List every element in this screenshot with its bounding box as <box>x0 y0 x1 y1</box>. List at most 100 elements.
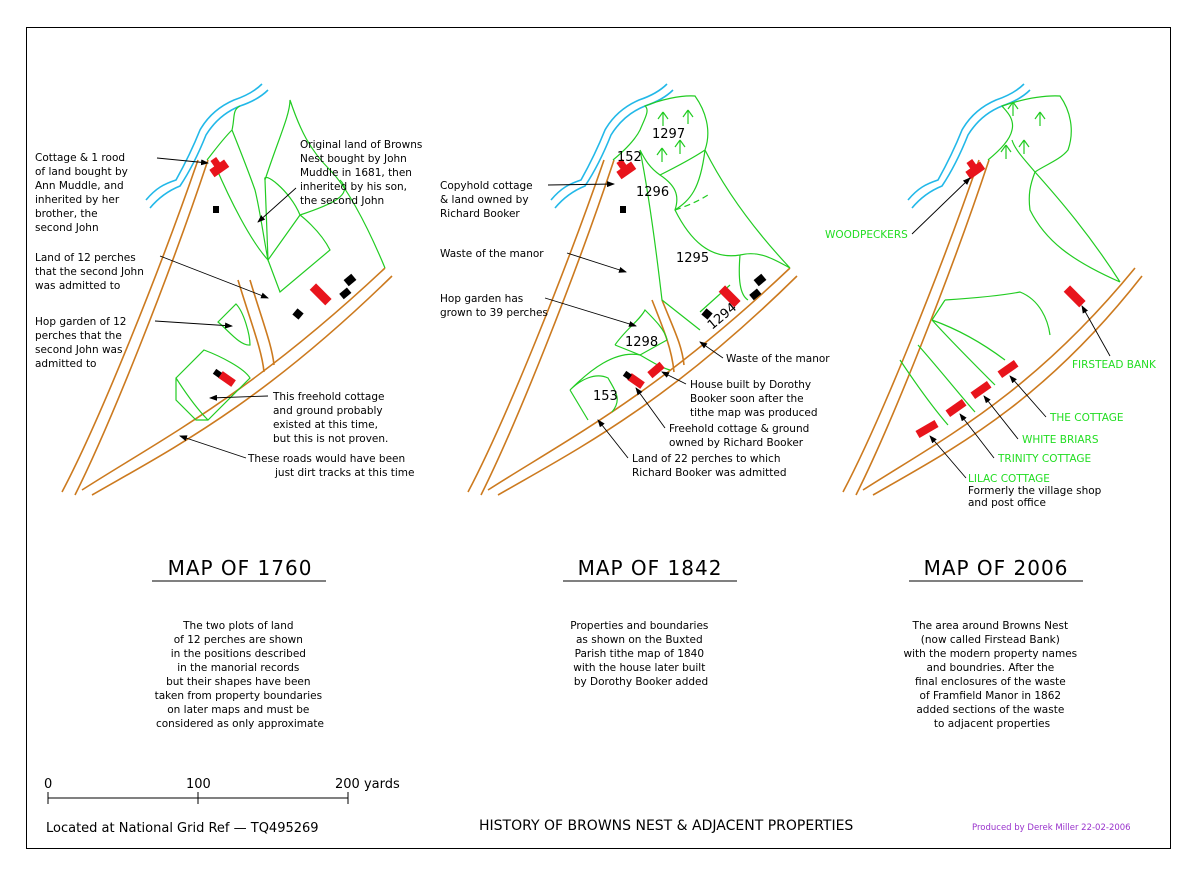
outbuilding-1842-b <box>701 308 713 320</box>
label-1842-house: House built by Dorothy Booker soon after… <box>690 379 818 419</box>
scale-label-100: 100 <box>186 777 211 792</box>
arrow-1760-roads <box>179 435 247 459</box>
road-2006-b <box>855 159 990 496</box>
arrow-1760-hop <box>154 320 233 329</box>
description-1842: Properties and boundaries as shown on th… <box>570 620 712 688</box>
boundary-1760-freehold <box>175 349 251 421</box>
label-1760-freehold: This freehold cottage and ground probabl… <box>272 391 388 445</box>
arrow-lilac-cottage <box>929 435 967 479</box>
label-firstead-bank: FIRSTEAD BANK <box>1072 359 1157 371</box>
outbuilding-1760-d <box>339 287 352 300</box>
road-1760-d <box>91 275 393 496</box>
river-2006 <box>911 89 1031 209</box>
road-1842-c <box>487 267 791 491</box>
road-1760-e <box>237 279 265 373</box>
building-1760-cottage-b <box>210 157 221 168</box>
arrow-1760-freehold <box>209 394 269 401</box>
outbuilding-1842-c <box>753 273 767 287</box>
arrow-1842-waste2 <box>699 341 724 359</box>
arrow-1842-house <box>661 371 687 385</box>
label-1842-waste1: Waste of the manor <box>440 248 544 260</box>
label-1760-roads: These roads would have been just dirt tr… <box>247 453 415 479</box>
grid-reference: Located at National Grid Ref — TQ495269 <box>46 821 319 836</box>
road-2006-a <box>842 159 980 493</box>
map-2006: WOODPECKERS FIRSTEAD BANK THE COTTAGE WH… <box>825 83 1157 509</box>
arrow-1760-land12 <box>159 255 269 299</box>
road-1842-f <box>661 299 685 366</box>
boundary-1842-main <box>612 95 791 331</box>
plot-1297: 1297 <box>652 127 685 142</box>
building-1760-cottage <box>209 159 230 178</box>
description-2006: The area around Browns Nest (now called … <box>904 620 1081 730</box>
main-title: HISTORY OF BROWNS NEST & ADJACENT PROPER… <box>479 818 853 834</box>
label-1842-copyhold: Copyhold cottage & land owned by Richard… <box>440 180 536 220</box>
label-1760-land12: Land of 12 perches that the second John … <box>35 252 147 292</box>
road-1760-f <box>249 279 275 366</box>
arrow-1842-copyhold <box>547 181 615 188</box>
arrow-woodpeckers <box>911 177 971 235</box>
building-2006-white-briars <box>970 380 992 400</box>
label-1842-land22: Land of 22 perches to which Richard Book… <box>632 453 787 479</box>
label-the-cottage: THE COTTAGE <box>1049 412 1123 424</box>
boundary-2006-main <box>899 95 1121 426</box>
road-1842-d <box>497 275 798 496</box>
plot-152: 152 <box>617 150 642 165</box>
map-frame <box>26 27 1171 849</box>
outbuilding-1760-b <box>292 308 304 320</box>
plot-153: 153 <box>593 389 618 404</box>
boundary-1760-strip <box>214 164 269 261</box>
plot-1298: 1298 <box>625 335 658 350</box>
road-1760-a <box>61 159 199 493</box>
label-1760-original: Original land of Browns Nest bought by J… <box>300 139 426 207</box>
arrow-trinity-cottage <box>959 413 995 459</box>
building-2006-trinity <box>945 398 967 418</box>
building-2006-woodpeckers <box>965 161 986 180</box>
building-2006-woodpeckers-b <box>966 159 977 170</box>
road-1760-c <box>81 267 386 491</box>
label-white-briars: WHITE BRIARS <box>1022 434 1099 446</box>
river-1842-b <box>550 83 668 201</box>
label-woodpeckers: WOODPECKERS <box>825 229 908 241</box>
building-1760-freehold <box>218 371 236 387</box>
building-2006-the-cottage <box>997 359 1019 379</box>
river-1760 <box>149 89 269 209</box>
building-2006-lilac <box>915 420 939 438</box>
map-title-1842: MAP OF 1842 <box>578 556 723 580</box>
boundary-1842-dash <box>674 194 709 211</box>
boundary-1760-hop <box>217 303 251 346</box>
building-2006-firstead <box>1063 285 1086 308</box>
arrow-firstead-bank <box>1081 305 1111 357</box>
arrow-1842-land22 <box>597 419 629 459</box>
map-title-2006: MAP OF 2006 <box>924 556 1069 580</box>
plot-1296: 1296 <box>636 185 669 200</box>
outbuilding-1842-e <box>622 370 632 380</box>
label-1842-waste2: Waste of the manor <box>726 353 830 365</box>
map-title-1760: MAP OF 1760 <box>168 556 313 580</box>
label-lilac-cottage: LILAC COTTAGE <box>968 473 1050 485</box>
building-1842-freehold <box>627 373 645 389</box>
boundary-1842-lower <box>569 353 671 421</box>
label-1760-hop: Hop garden of 12 perches that the second… <box>35 316 130 370</box>
trees-1842 <box>656 109 694 162</box>
arrow-1842-hop <box>544 297 637 327</box>
map-1760: Cottage & 1 rood of land bought by Ann M… <box>35 83 426 496</box>
building-1842-cottage-b <box>616 159 627 170</box>
plot-1295: 1295 <box>676 251 709 266</box>
building-1842-main <box>718 285 741 308</box>
description-1760: The two plots of land of 12 perches are … <box>155 620 326 730</box>
road-1842-a <box>467 159 605 493</box>
label-1842-hop: Hop garden has grown to 39 perches <box>440 293 548 319</box>
label-1760-cottage: Cottage & 1 rood of land bought by Ann M… <box>35 152 131 234</box>
arrow-1842-freehold <box>635 387 666 429</box>
arrow-white-briars <box>983 395 1019 440</box>
arrow-1760-cottage <box>156 157 209 166</box>
road-2006-d <box>872 275 1143 496</box>
road-1760-b <box>74 159 209 496</box>
trees-2006 <box>1000 101 1046 159</box>
outbuilding-1842-d <box>749 288 762 301</box>
building-1842-dorothy <box>647 361 665 379</box>
building-1842-cottage <box>616 161 637 180</box>
river-1760-b <box>145 83 263 201</box>
outbuilding-1760-e <box>212 368 222 378</box>
